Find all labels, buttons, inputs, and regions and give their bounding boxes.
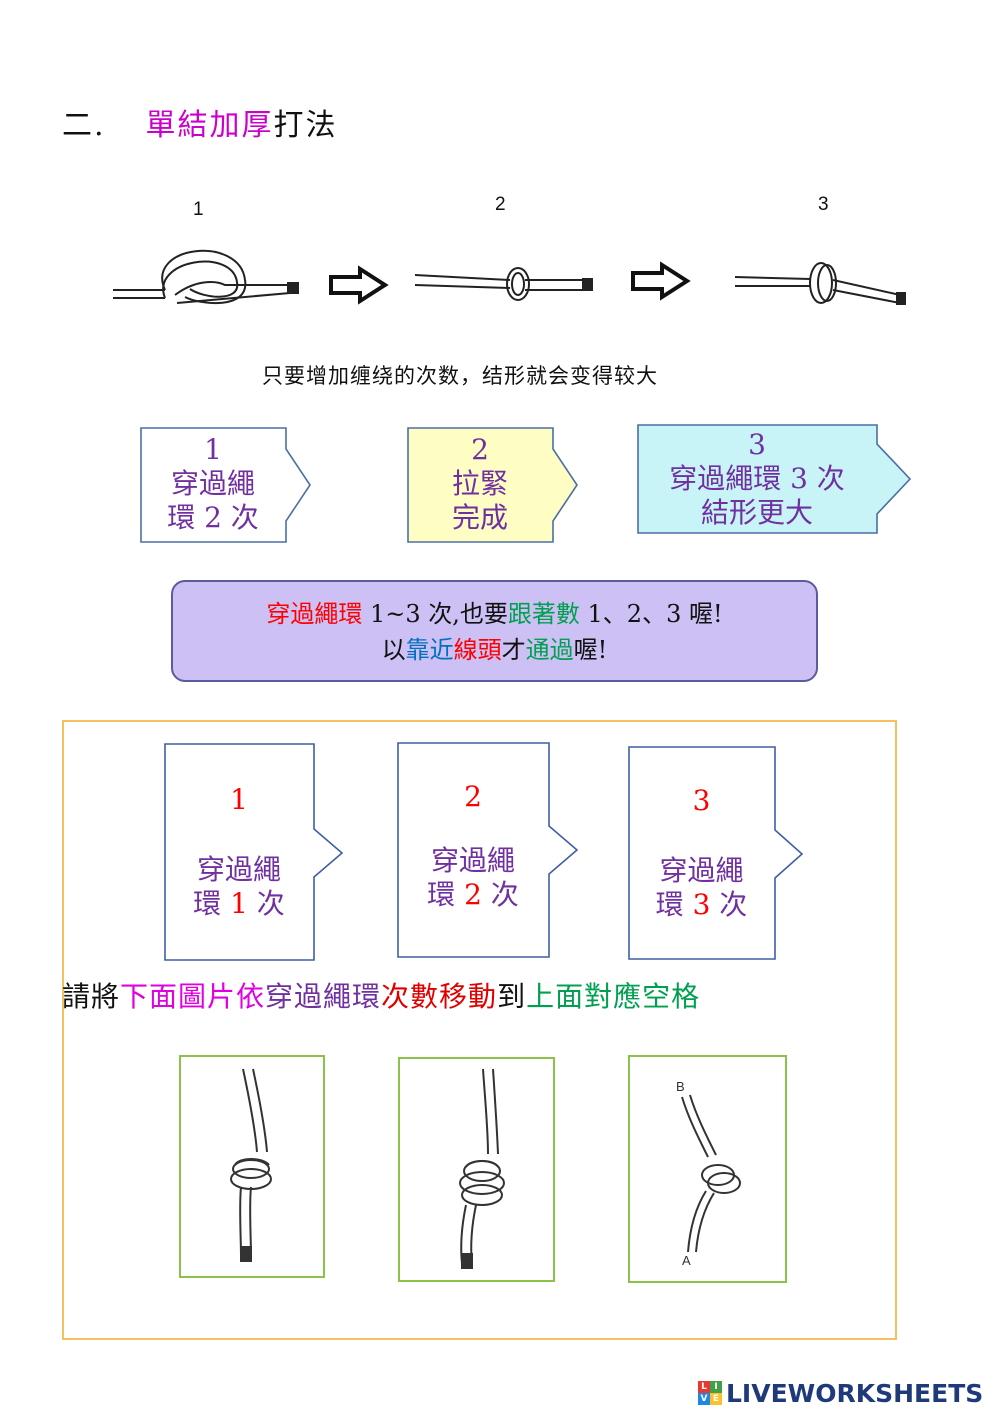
activity-panel	[62, 720, 897, 1340]
drop-target-2[interactable]: 2 穿過繩 環 2 次	[397, 742, 579, 958]
knot-image: B A	[676, 1079, 741, 1268]
rope-end-label: A	[682, 1253, 691, 1268]
step-line: 拉緊	[451, 467, 508, 500]
draggable-knot-image-1[interactable]	[179, 1055, 325, 1278]
title-highlight: 單結加厚	[145, 108, 274, 143]
loose-knot-drawing	[113, 249, 299, 305]
figure-caption: 只要增加缠绕的次数，结形就会变得较大	[262, 364, 658, 388]
step-box-1: 1 穿過繩 環 2 次	[140, 427, 312, 543]
target-line: 穿過繩	[196, 853, 281, 886]
liveworksheets-brand: L I V E LIVEWORKSHEETS	[698, 1378, 983, 1408]
target-number: 2	[464, 780, 482, 813]
right-arrow-icon	[631, 261, 691, 301]
instruction-text: 請將下面圖片依穿過繩環次數移動到上面對應空格	[62, 980, 701, 1013]
target-line: 環 1 次	[193, 887, 285, 920]
liveworksheets-logo-icon: L I V E	[698, 1381, 722, 1405]
drop-target-1[interactable]: 1 穿過繩 環 1 次	[164, 743, 344, 961]
brand-name: LIVEWORKSHEETS	[726, 1378, 984, 1408]
step-number: 3	[748, 428, 766, 461]
knot-steps-illustration: 1 2 3	[105, 185, 925, 410]
figure-step-label: 1	[193, 199, 204, 220]
step-box-3: 3 穿過繩環 3 次 結形更大	[637, 424, 912, 534]
step-number: 1	[204, 433, 222, 466]
bigger-knot-drawing	[734, 262, 906, 305]
step-line: 結形更大	[700, 496, 813, 529]
knot-image	[459, 1068, 505, 1269]
figure-step-label: 3	[818, 194, 829, 215]
section-number: 二.	[62, 108, 106, 143]
tip-note: 穿過繩環 1~3 次,也要跟著數 1、2、3 喔! 以靠近線頭才通過喔!	[171, 580, 818, 682]
target-line: 穿過繩	[659, 854, 744, 887]
target-line: 穿過繩	[430, 844, 515, 877]
target-number: 3	[692, 784, 711, 817]
draggable-knot-image-3[interactable]: B A	[628, 1055, 787, 1283]
tip-line-1: 穿過繩環 1~3 次,也要跟著數 1、2、3 喔!	[266, 600, 723, 628]
target-number: 1	[230, 783, 248, 816]
target-line: 環 3 次	[655, 888, 748, 921]
step-line: 環 2 次	[167, 501, 259, 534]
draggable-knot-image-2[interactable]	[398, 1057, 555, 1282]
step-line: 完成	[451, 501, 508, 534]
tight-knot-drawing	[414, 267, 593, 301]
step-box-2: 2 拉緊 完成	[407, 427, 579, 543]
step-line: 穿過繩	[170, 467, 255, 500]
knot-image	[230, 1068, 272, 1262]
step-number: 2	[471, 433, 489, 466]
figure-step-label: 2	[495, 194, 506, 215]
tip-line-2: 以靠近線頭才通過喔!	[381, 636, 608, 664]
title-rest: 打法	[273, 108, 338, 143]
rope-end-label: B	[676, 1079, 685, 1094]
step-line: 穿過繩環 3 次	[669, 462, 845, 495]
section-title: 二. 單結加厚打法	[62, 100, 338, 144]
target-line: 環 2 次	[427, 878, 519, 911]
right-arrow-icon	[329, 265, 389, 305]
drop-target-3[interactable]: 3 穿過繩 環 3 次	[628, 746, 804, 960]
